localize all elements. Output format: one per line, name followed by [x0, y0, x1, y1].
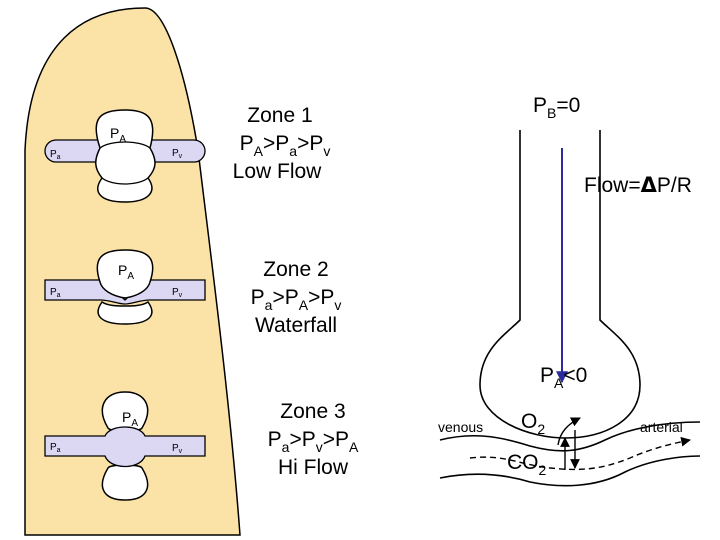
o2-label: O2 — [521, 410, 545, 437]
zone3-label-block: Zone 3 Pa>Pv>PA Hi Flow — [268, 400, 359, 479]
zone1-flow: Low Flow — [233, 160, 323, 183]
zone2-capillary-unit: PA Pa Pv — [44, 249, 206, 325]
venous-label: venous — [438, 419, 483, 435]
zone1-title: Zone 1 — [247, 104, 312, 127]
zone2-alveolus — [96, 249, 154, 325]
zone2-alveolar-pressure-label: PA — [118, 262, 134, 282]
zone1-venous-pressure-label: Pv — [172, 148, 183, 160]
capillary-vessel-bottom — [439, 455, 701, 487]
zone1-label-block: Zone 1 PA>Pa>Pv Low Flow — [233, 104, 331, 183]
zone2-label-block: Zone 2 Pa>PA>Pv Waterfall — [251, 258, 342, 337]
zone3-arterial-pressure-label: Pa — [50, 442, 61, 454]
zone1-relation: PA>Pa>Pv — [240, 132, 331, 159]
zone3-capillary-unit: PA Pa Pv — [44, 391, 206, 501]
pb-label: PB=0 — [533, 94, 580, 121]
pa-alveolar-label: PA<0 — [540, 364, 587, 391]
airway-alveolus-model — [439, 130, 701, 487]
arterial-label: arterial — [640, 419, 683, 435]
zone2-title: Zone 2 — [263, 258, 328, 281]
blood-flow-arrow — [469, 436, 691, 471]
capillary-vessel-top — [439, 421, 701, 452]
zone2-venous-pressure-label: Pv — [172, 287, 183, 299]
zone1-alveolar-pressure-label: PA — [110, 125, 126, 145]
zone3-relation: Pa>Pv>PA — [268, 428, 359, 455]
zone1-capillary-unit: PA Pa Pv — [44, 109, 206, 203]
zone3-flow: Hi Flow — [278, 456, 349, 479]
zone2-arterial-pressure-label: Pa — [50, 287, 61, 299]
co2-label: CO2 — [507, 451, 547, 478]
zone1-arterial-pressure-label: Pa — [50, 149, 61, 161]
zone2-flow: Waterfall — [255, 314, 337, 337]
zone3-vessel — [44, 426, 206, 468]
zone3-venous-pressure-label: Pv — [172, 443, 183, 455]
o2-arrow — [557, 417, 581, 446]
zone3-alveolar-pressure-label: PA — [122, 409, 138, 429]
zone1-alveolus — [95, 109, 156, 203]
zone3-title: Zone 3 — [280, 400, 345, 423]
flow-equation: Flow=ΔP/R — [584, 173, 692, 197]
zone2-relation: Pa>PA>Pv — [251, 286, 342, 313]
